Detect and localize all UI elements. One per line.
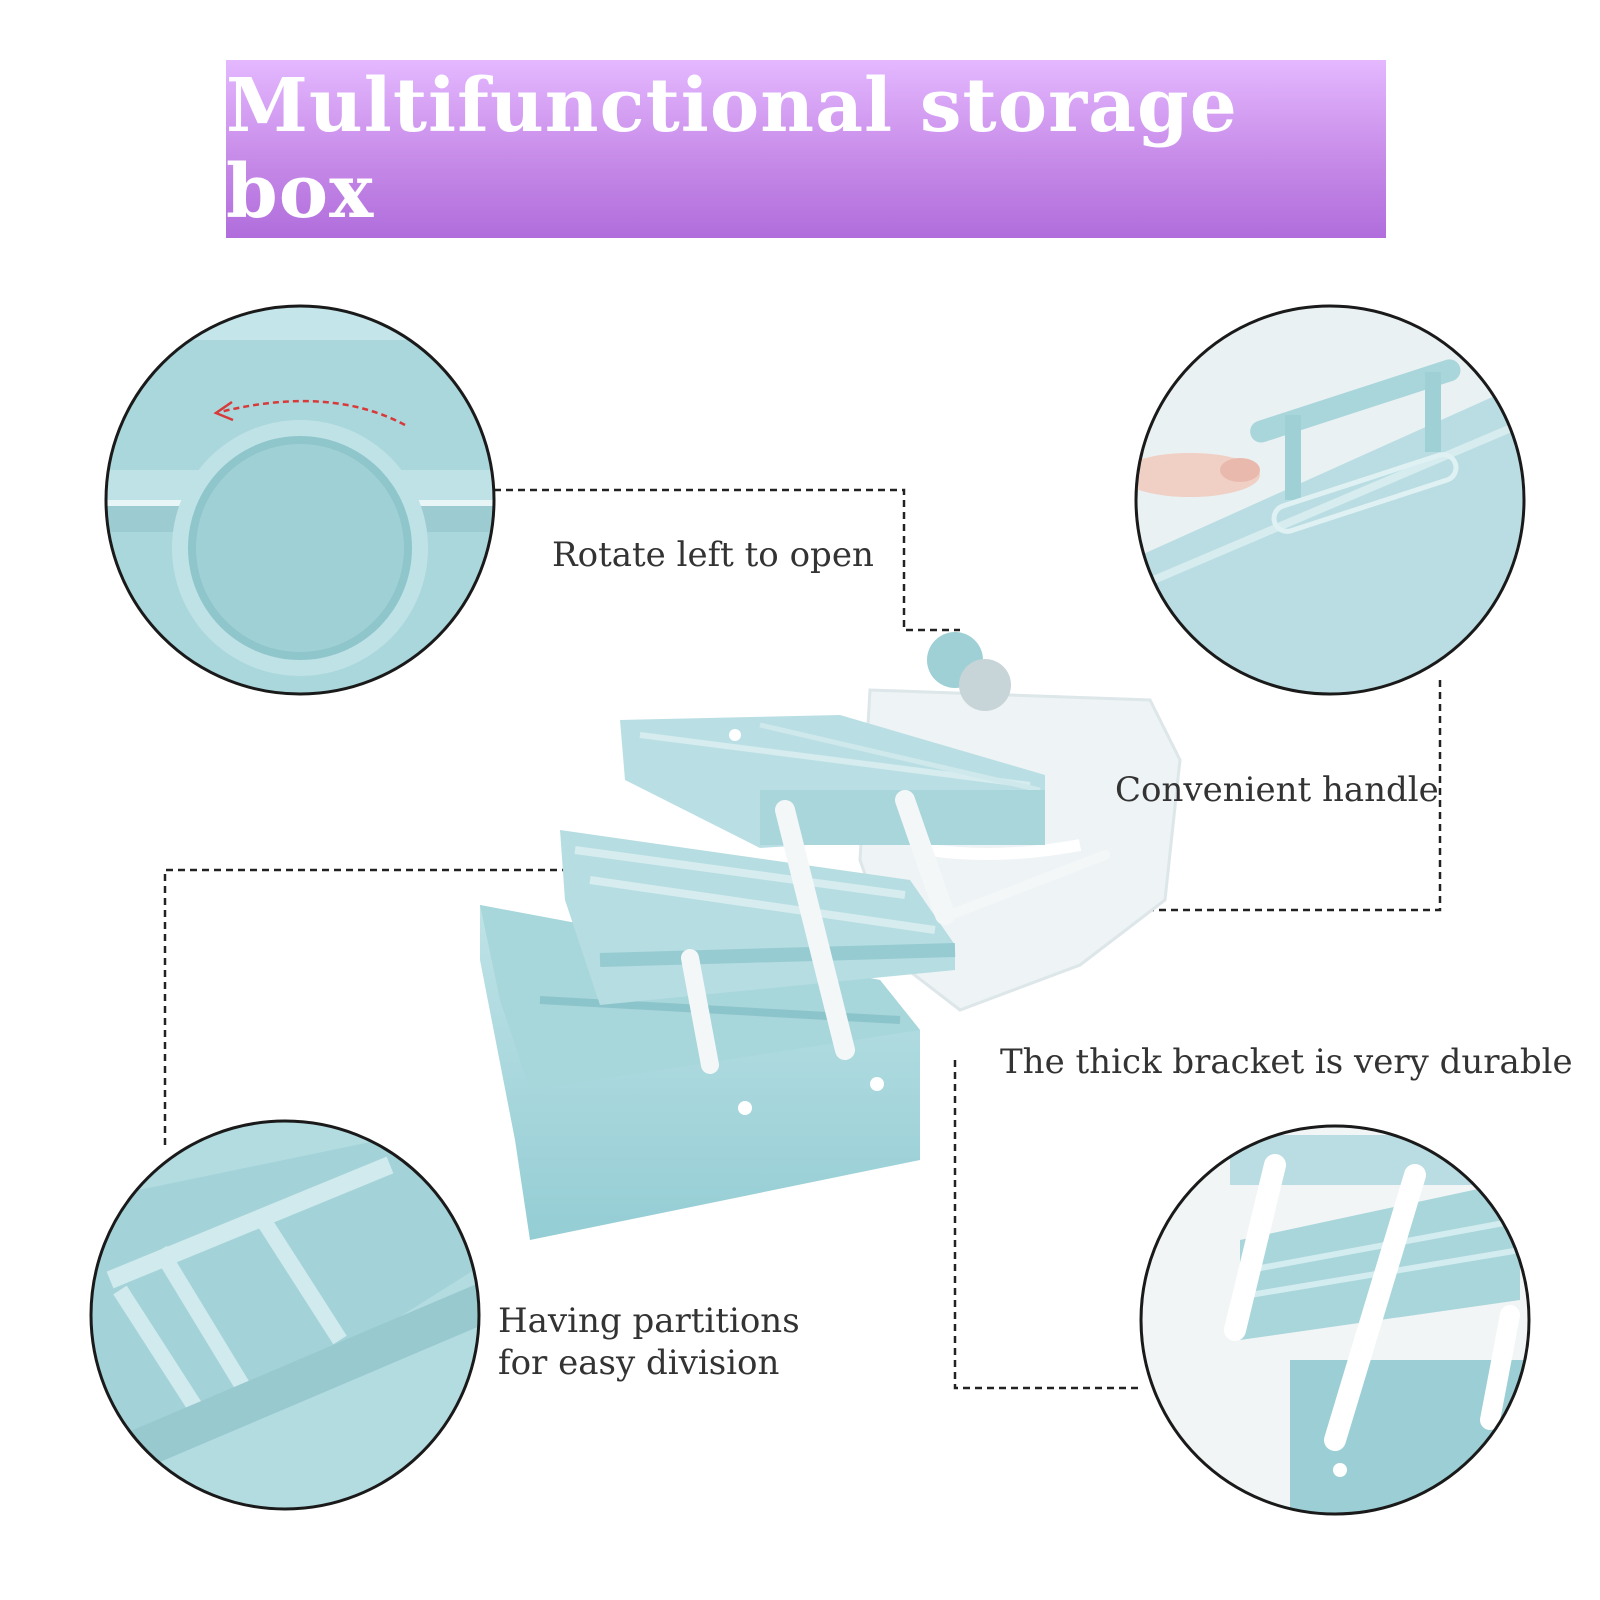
connector-lines: [163, 488, 1442, 1390]
partitions-detail-circle: [89, 1119, 481, 1511]
connector-bracket: [953, 1060, 1140, 1390]
callout-partitions-line1: Having partitions: [498, 1301, 800, 1341]
connector-partitions: [163, 868, 565, 1145]
banner-title: Multifunctional storage box: [226, 63, 1238, 235]
support-brackets: [681, 790, 1110, 1074]
storage-box-main: [480, 632, 1182, 1240]
rotate-arrow-icon: [213, 399, 406, 427]
bracket-detail-circle: [1139, 1124, 1531, 1516]
callout-bracket: The thick bracket is very durable: [1000, 1042, 1573, 1082]
connector-rotate: [494, 488, 960, 632]
callout-partitions: Having partitions for easy division: [498, 1300, 800, 1384]
handle-detail-circle: [1134, 304, 1526, 696]
callout-partitions-line2: for easy division: [498, 1343, 780, 1383]
callout-rotate: Rotate left to open: [552, 535, 874, 575]
title-banner: Multifunctional storage box: [226, 60, 1386, 238]
connector-handle: [1115, 680, 1442, 912]
lock-detail-circle: [104, 304, 496, 696]
callout-handle: Convenient handle: [1115, 770, 1439, 810]
